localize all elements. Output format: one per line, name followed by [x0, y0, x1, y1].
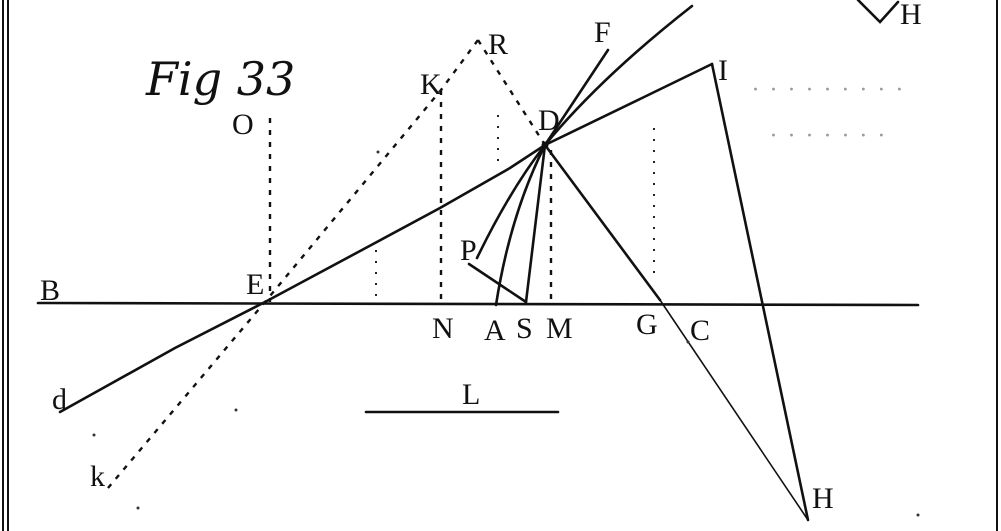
ray-d-s [524, 143, 547, 304]
label-n: N [432, 312, 454, 345]
label-s: S [516, 312, 533, 345]
speck [376, 150, 380, 154]
ray-d-a [494, 143, 547, 307]
axis-line-b [36, 301, 920, 307]
curve-d-top [543, 4, 694, 147]
label-k: K [420, 68, 442, 101]
label-e: E [246, 268, 265, 301]
line-r-d [476, 39, 547, 146]
line-p-s [467, 262, 528, 304]
speck [92, 433, 96, 437]
speck [234, 408, 238, 412]
figure-title: Fig 33 [146, 52, 296, 106]
line-d-e-d-i [58, 62, 714, 414]
speck [916, 513, 920, 517]
speck [686, 340, 690, 344]
label-o: O [232, 108, 254, 141]
ray-d-p [475, 143, 547, 260]
line-d-g [543, 143, 662, 302]
top-right-partial-shape [856, 0, 900, 24]
label-m: M [546, 312, 573, 345]
label-c: C [690, 314, 711, 347]
line-d-f [543, 48, 610, 147]
label-f: F [594, 16, 611, 49]
label-a: A [484, 314, 506, 347]
label-r: R [488, 28, 509, 61]
label-h-bottom: H [812, 482, 834, 515]
label-d: D [538, 104, 560, 137]
label-k-lower: k [90, 460, 105, 493]
label-g: G [636, 308, 658, 341]
label-p: P [460, 234, 477, 267]
speck [136, 506, 140, 510]
line-i-h [710, 62, 810, 522]
label-b: B [40, 274, 61, 307]
label-d-lower: d [52, 383, 67, 416]
point-d-marker [541, 141, 549, 149]
label-i: I [718, 54, 728, 87]
label-l: L [462, 378, 481, 411]
bleed-through-text-1: · · · · · · · · · [752, 78, 905, 103]
label-h-top: H [900, 0, 922, 31]
dashed-k-e-k-r [107, 39, 479, 489]
bleed-through-text-2: · · · · · · · [770, 124, 887, 149]
line-g-h [659, 299, 809, 521]
